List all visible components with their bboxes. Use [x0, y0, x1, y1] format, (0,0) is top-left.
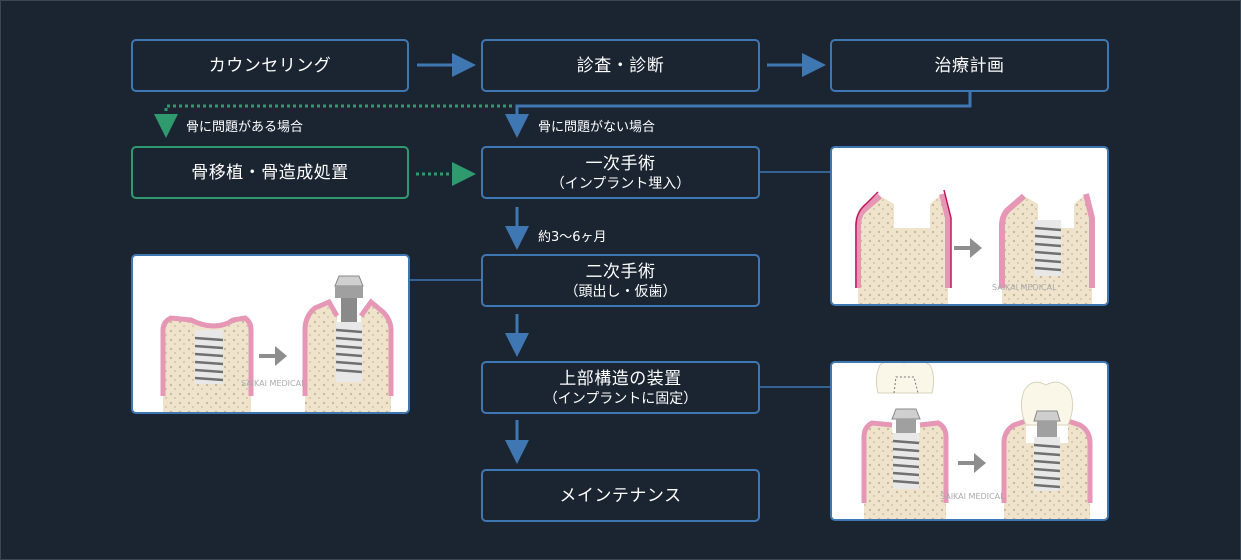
watermark-2: SAIKAI MEDICAL — [241, 379, 306, 388]
step-second-surgery: 二次手術 （頭出し・仮歯） — [481, 254, 760, 307]
jaw-abutment-icon — [861, 408, 949, 519]
step-diagnosis: 診査・診断 — [481, 39, 760, 92]
illustration-first-surgery: SAIKAI MEDICAL — [830, 146, 1109, 306]
step-counseling-label: カウンセリング — [208, 55, 332, 76]
jaw-crown-icon — [1001, 381, 1093, 519]
step-superstructure-sub: （インプラントに固定） — [543, 390, 698, 407]
illustration-second-surgery: SAIKAI MEDICAL — [131, 254, 410, 414]
label-interval: 約3〜6ヶ月 — [538, 230, 607, 245]
jaw-implant-icon — [999, 193, 1095, 304]
step-superstructure-title: 上部構造の装置 — [559, 368, 682, 389]
jaw-before-icon — [855, 189, 952, 304]
step-bone-graft: 骨移植・骨造成処置 — [131, 146, 409, 199]
line-plan-first-surgery — [505, 92, 972, 138]
step-superstructure: 上部構造の装置 （インプラントに固定） — [481, 361, 760, 414]
label-bone-problem: 骨に問題がある場合 — [186, 120, 304, 135]
step-second-surgery-title: 二次手術 — [585, 261, 656, 282]
watermark-1: SAIKAI MEDICAL — [992, 283, 1057, 292]
jaw-abutment-icon — [302, 275, 394, 412]
right-arrow-icon — [958, 453, 986, 473]
step-first-surgery-title: 一次手術 — [585, 153, 656, 174]
right-arrow-icon — [954, 238, 982, 258]
jaw-implant-icon — [160, 315, 254, 412]
step-maintenance: メインテナンス — [481, 469, 760, 522]
illustration-superstructure: SAIKAI MEDICAL — [830, 361, 1109, 521]
step-bone-graft-label: 骨移植・骨造成処置 — [191, 162, 349, 183]
step-counseling: カウンセリング — [131, 39, 409, 92]
step-first-surgery: 一次手術 （インプラント埋入） — [481, 146, 760, 199]
step-first-surgery-sub: （インプラント埋入） — [550, 175, 691, 192]
step-plan-label: 治療計画 — [934, 55, 1005, 76]
label-no-bone-problem: 骨に問題がない場合 — [538, 120, 656, 135]
step-diagnosis-label: 診査・診断 — [576, 55, 665, 76]
right-arrow-icon — [259, 346, 287, 366]
step-second-surgery-sub: （頭出し・仮歯） — [564, 283, 677, 300]
step-plan: 治療計画 — [830, 39, 1109, 92]
line-bone-problem — [154, 104, 512, 138]
crown-icon — [875, 363, 935, 394]
step-maintenance-label: メインテナンス — [559, 485, 682, 506]
watermark-3: SAIKAI MEDICAL — [940, 492, 1005, 501]
